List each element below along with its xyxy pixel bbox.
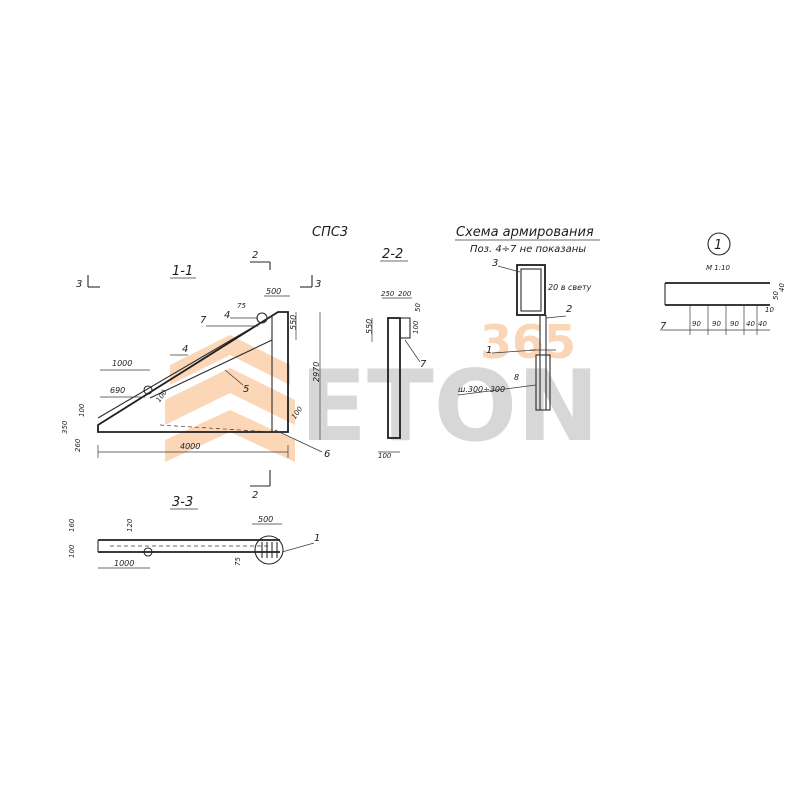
node-1-detail: 1 М 1:10 90 90 90 40 40 10 50 40 7 [660, 232, 786, 335]
svg-text:40: 40 [778, 283, 786, 292]
svg-text:50: 50 [772, 291, 780, 300]
scheme-title: Схема армирования [456, 225, 594, 240]
svg-text:3: 3 [76, 279, 82, 290]
svg-text:100: 100 [378, 452, 392, 460]
node-number: 1 [714, 238, 722, 253]
node-number-circle [707, 232, 731, 256]
section-3-3-title: 3-3 [172, 495, 193, 510]
watermark-logo-shape-2 [165, 368, 295, 425]
svg-text:260: 260 [74, 438, 82, 452]
svg-text:500: 500 [266, 287, 281, 296]
svg-text:3: 3 [315, 279, 321, 290]
svg-text:1000: 1000 [112, 359, 132, 368]
svg-text:3: 3 [492, 258, 498, 269]
cut-mark-3-left: 3 [76, 275, 100, 290]
scheme-subtitle: Поз. 4÷7 не показаны [470, 244, 586, 255]
svg-text:4: 4 [224, 310, 230, 321]
svg-text:4: 4 [182, 344, 188, 355]
svg-text:2: 2 [252, 250, 258, 261]
svg-text:7: 7 [200, 315, 207, 326]
cut-mark-2-bottom: 2 [250, 470, 271, 501]
svg-text:75: 75 [237, 302, 246, 310]
watermark-logo-shape-3 [165, 410, 295, 462]
svg-text:4000: 4000 [180, 442, 200, 451]
svg-text:2970: 2970 [312, 362, 321, 382]
svg-text:160: 160 [68, 518, 76, 532]
svg-text:690: 690 [110, 386, 125, 395]
svg-text:40: 40 [758, 320, 767, 328]
svg-text:8: 8 [514, 373, 519, 382]
cut-mark-3-right: 3 [300, 275, 321, 290]
watermark-digits: 365 [480, 315, 576, 369]
svg-text:100: 100 [412, 320, 420, 334]
svg-text:500: 500 [258, 515, 273, 524]
svg-text:100: 100 [68, 544, 76, 558]
watermark-word: ETON [300, 350, 599, 464]
svg-text:7: 7 [420, 359, 427, 370]
svg-text:100: 100 [78, 403, 86, 417]
svg-text:90: 90 [692, 320, 701, 328]
svg-text:5: 5 [243, 384, 249, 395]
series-mark: СПС3 [312, 225, 348, 240]
svg-text:40: 40 [746, 320, 755, 328]
section-3-3: 160 100 120 500 1000 75 1 [68, 515, 320, 569]
svg-text:550: 550 [365, 319, 374, 334]
svg-text:2: 2 [566, 304, 572, 315]
svg-text:75: 75 [234, 557, 242, 566]
svg-text:10: 10 [765, 306, 774, 314]
detail-circle [254, 535, 284, 565]
watermark: 365 ETON [165, 315, 599, 464]
svg-text:50: 50 [414, 303, 422, 312]
svg-text:120: 120 [126, 518, 134, 532]
cut-mark-2-top: 2 [250, 250, 271, 270]
section-2-2-title: 2-2 [382, 247, 403, 262]
node-scale: М 1:10 [706, 264, 731, 272]
svg-text:550: 550 [289, 315, 298, 330]
section-2-2: 250 200 50 100 550 100 7 [365, 290, 427, 460]
svg-text:90: 90 [730, 320, 739, 328]
svg-text:1000: 1000 [114, 559, 134, 568]
svg-text:2: 2 [252, 490, 258, 501]
svg-text:ш.300÷300: ш.300÷300 [458, 385, 505, 394]
svg-text:250: 250 [381, 290, 395, 298]
svg-text:1: 1 [314, 533, 320, 544]
svg-text:200: 200 [398, 290, 412, 298]
svg-text:20 в свету: 20 в свету [548, 283, 592, 292]
svg-text:7: 7 [660, 321, 667, 332]
svg-text:6: 6 [324, 449, 330, 460]
svg-text:90: 90 [712, 320, 721, 328]
reinforcement-scheme: Схема армирования Поз. 4÷7 не показаны 3… [455, 225, 600, 411]
svg-text:350: 350 [61, 420, 69, 434]
watermark-logo-shape [170, 335, 290, 385]
section-1-1-title: 1-1 [172, 264, 193, 279]
lifting-loop-2 [143, 385, 153, 395]
svg-text:1: 1 [486, 345, 492, 356]
